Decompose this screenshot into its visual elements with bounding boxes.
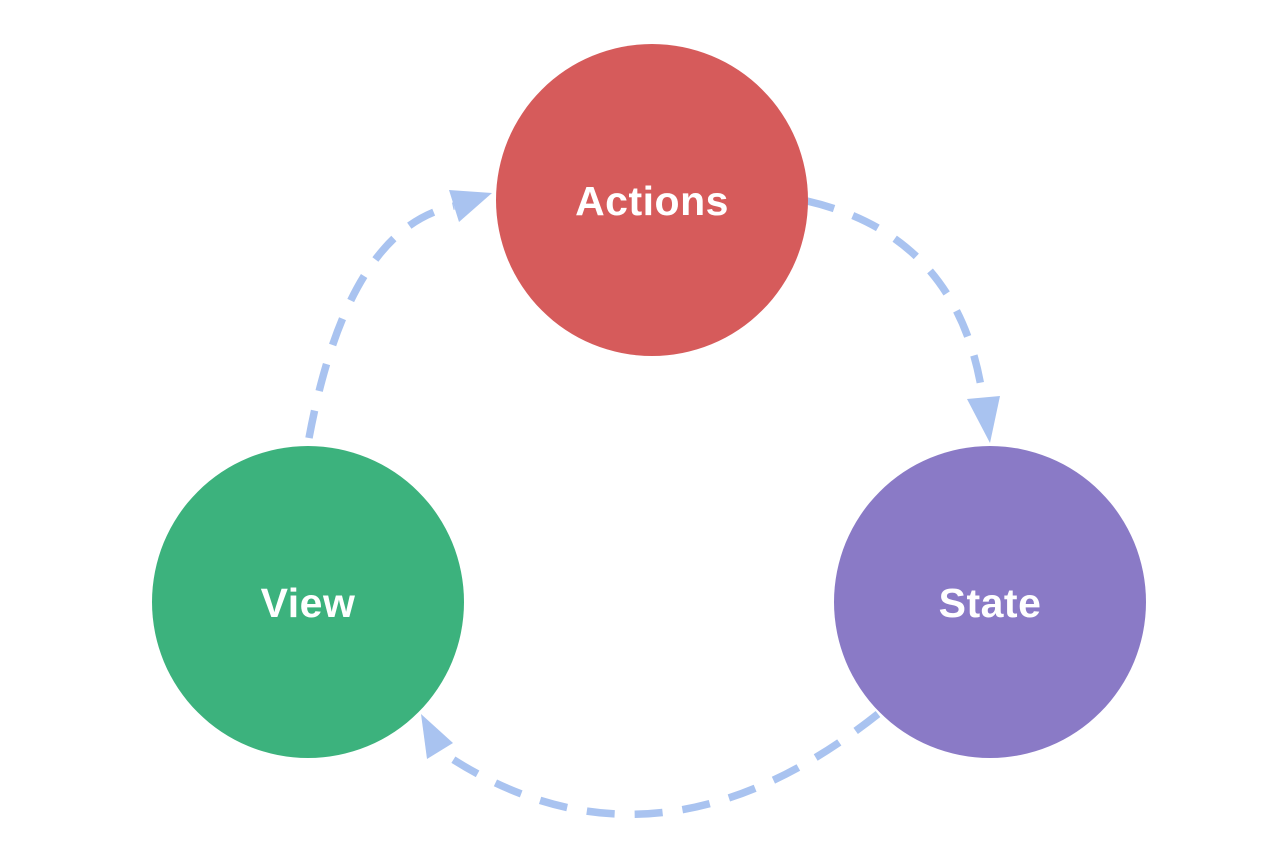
node-view: View <box>152 446 464 758</box>
edge-view-to-actions <box>305 190 492 439</box>
state-circle <box>834 446 1146 758</box>
arrowhead-to-actions-icon <box>449 190 492 222</box>
edge-view-to-actions-line <box>305 202 455 439</box>
node-actions: Actions <box>496 44 808 356</box>
view-circle <box>152 446 464 758</box>
edge-state-to-view <box>421 711 881 819</box>
edge-actions-to-state <box>806 197 1000 443</box>
actions-circle <box>496 44 808 356</box>
edge-actions-to-state-line <box>806 197 987 400</box>
arrowhead-to-state-icon <box>967 396 1000 443</box>
node-state: State <box>834 446 1146 758</box>
view-label: View <box>261 580 356 626</box>
arrowhead-to-view-icon <box>421 714 453 759</box>
state-label: State <box>939 580 1042 626</box>
actions-label: Actions <box>575 178 729 224</box>
edge-state-to-view-line <box>437 711 881 819</box>
